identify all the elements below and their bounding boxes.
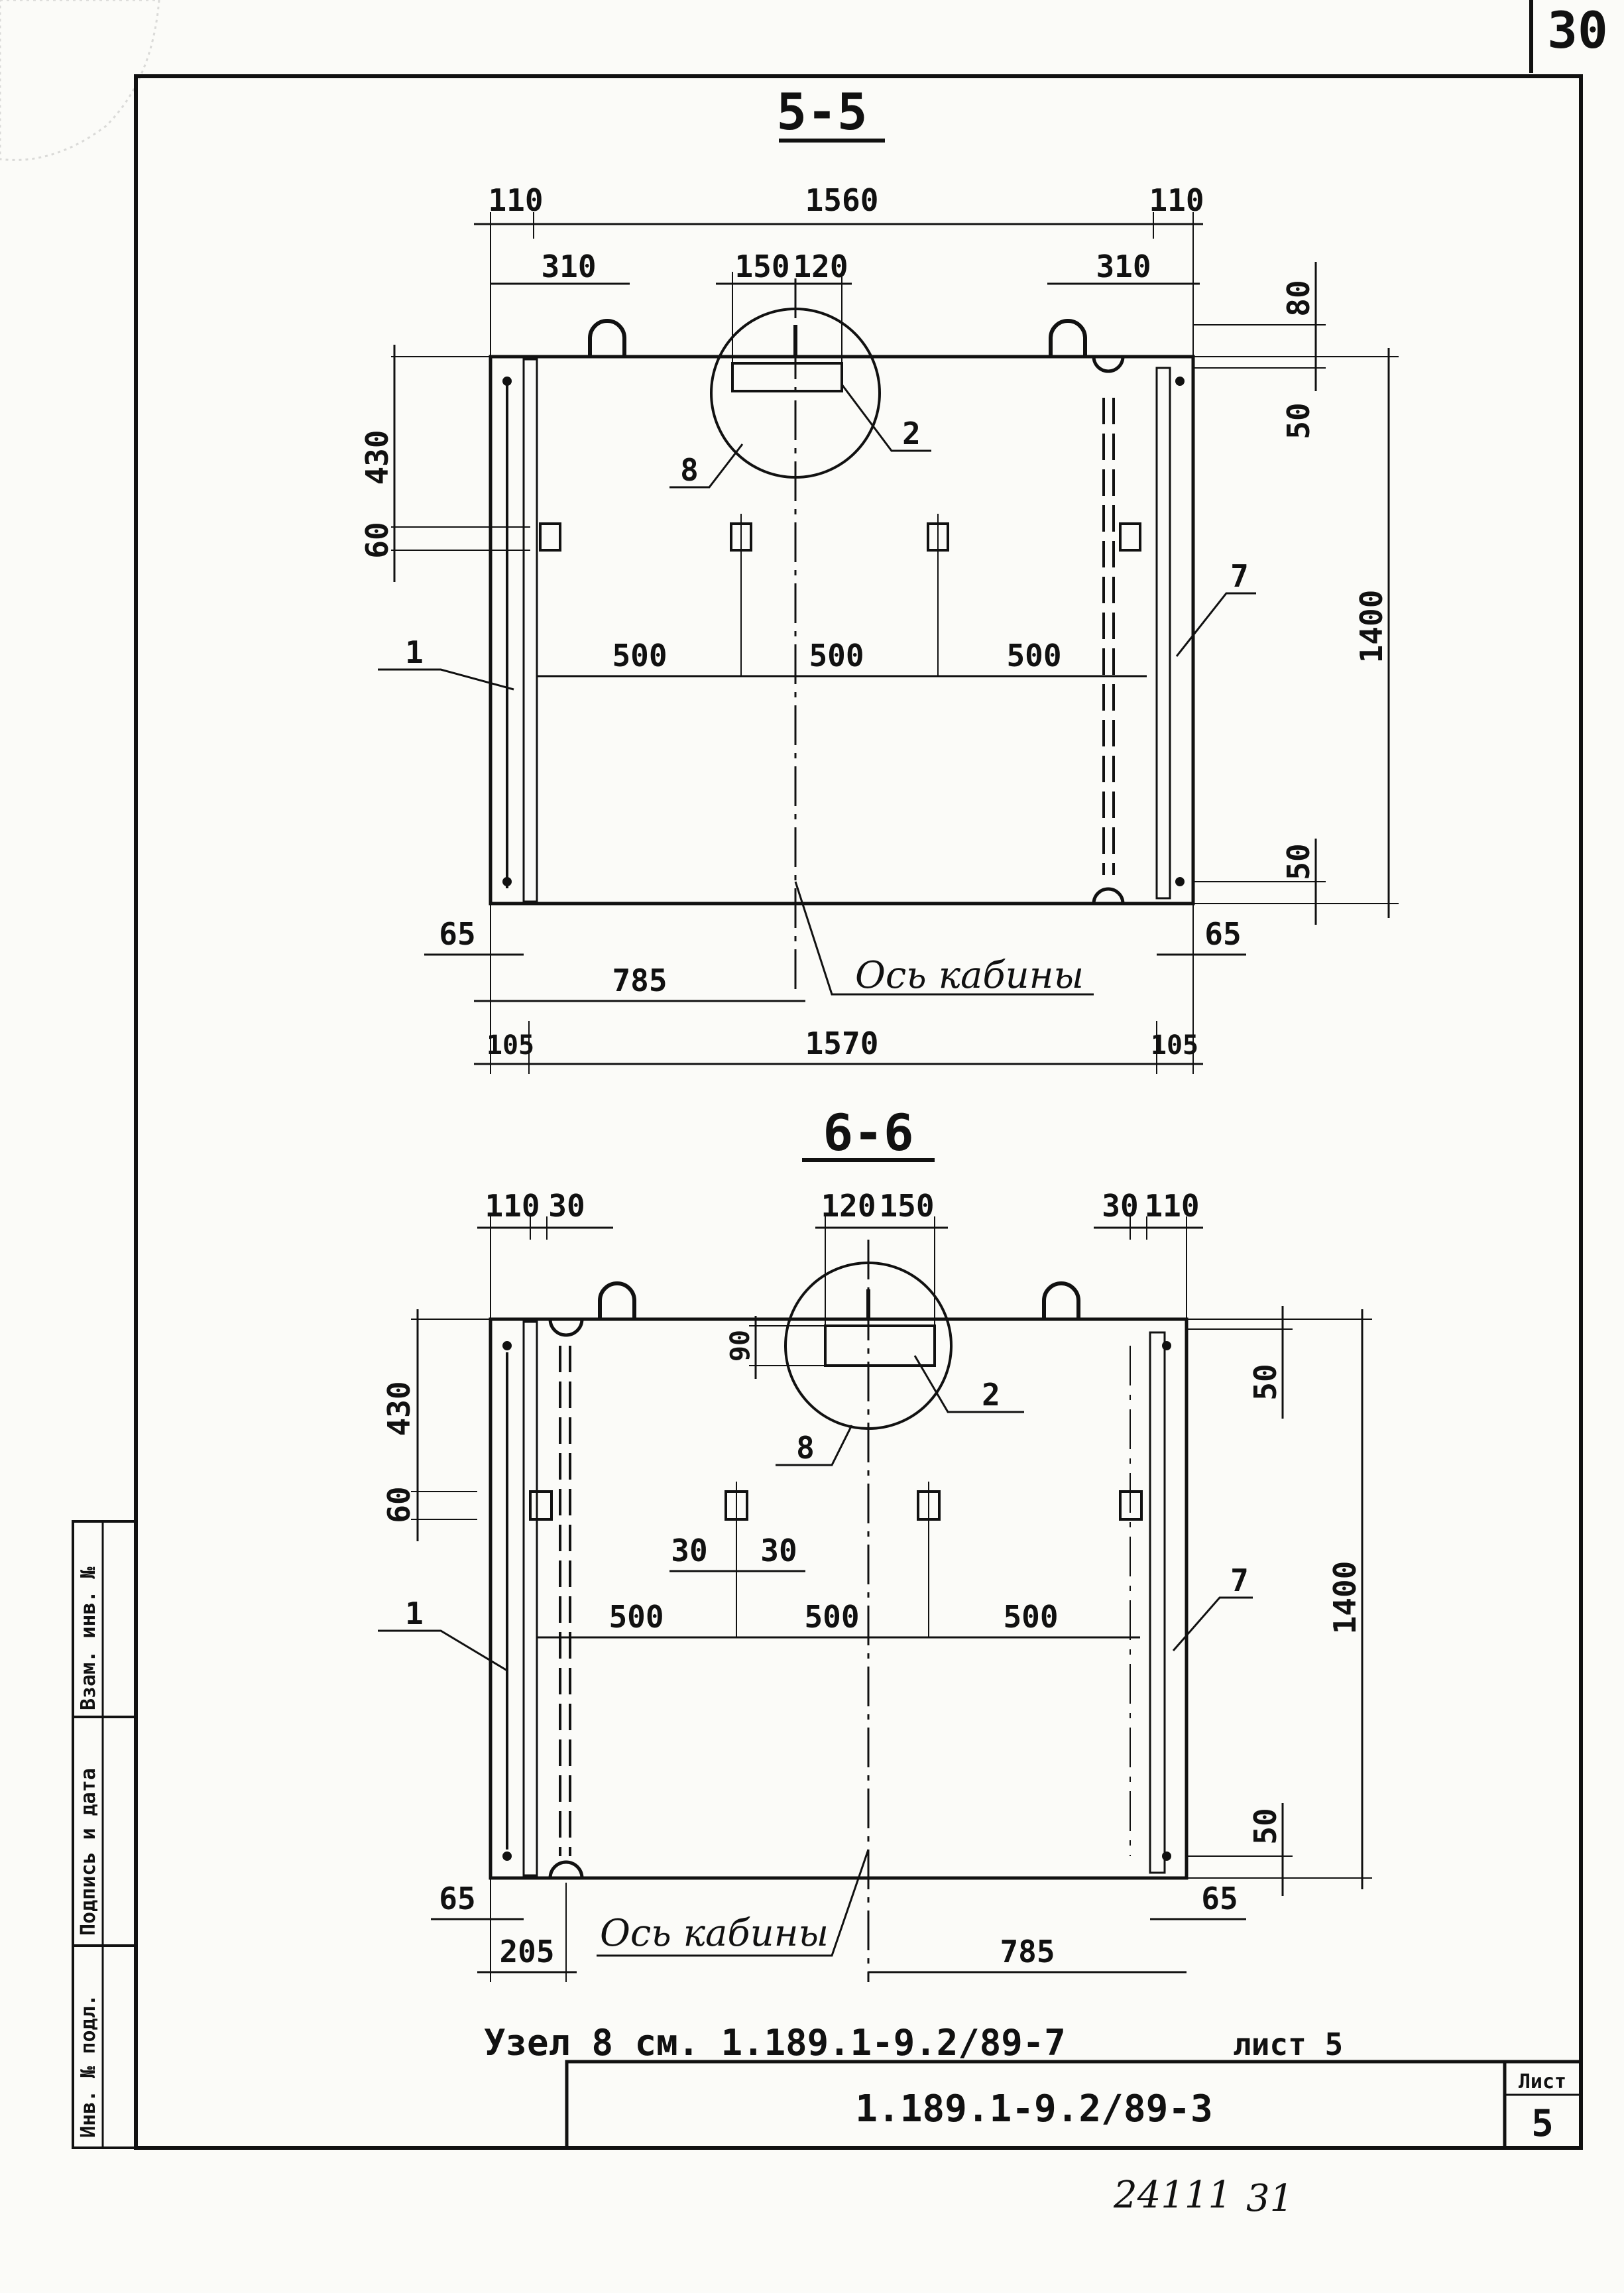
dim-50-top: 50 <box>1281 402 1316 439</box>
dim-310-right: 310 <box>1096 249 1151 284</box>
footer-number: 24111 <box>1113 2174 1232 2217</box>
side-stamp: Инв. № подл. Подпись и дата Взам. инв. № <box>72 1520 137 2149</box>
stamp-inv-no-original: Инв. № подл. <box>77 1994 100 2138</box>
dim-120: 120 <box>793 249 848 284</box>
dim-500-2-6-6: 500 <box>804 1599 859 1635</box>
section-6-6-title: 6-6 <box>823 1103 913 1162</box>
section-5-5: 5-5 Ось кабины <box>359 82 1399 1074</box>
sheet-reference-note: лист 5 <box>1233 2027 1343 2062</box>
dim-90-6-6: 90 <box>725 1330 756 1362</box>
document-code: 1.189.1-9.2/89-3 <box>855 2087 1212 2131</box>
dim-500-3: 500 <box>1006 638 1061 674</box>
dim-50-top-6-6: 50 <box>1247 1364 1283 1400</box>
dim-110-left: 110 <box>488 182 543 218</box>
dim-1400: 1400 <box>1354 590 1389 664</box>
dim-65-left: 65 <box>439 916 475 952</box>
callout-8-6-6: 8 <box>796 1430 815 1466</box>
dim-30b-6-6: 30 <box>760 1533 797 1568</box>
dim-80: 80 <box>1281 280 1316 316</box>
dim-430: 430 <box>359 430 395 485</box>
dim-60-6-6: 60 <box>381 1486 417 1523</box>
callout-8-5-5: 8 <box>680 452 699 488</box>
dim-65-left-6-6: 65 <box>439 1881 475 1916</box>
callout-2-5-5: 2 <box>902 416 921 451</box>
sheet-number: 5 <box>1531 2102 1554 2145</box>
dim-50-bottom: 50 <box>1281 843 1316 880</box>
dim-150: 150 <box>734 249 789 284</box>
dim-500-1: 500 <box>612 638 667 674</box>
cabin-outline-6-6 <box>489 1317 1189 1880</box>
dim-1570: 1570 <box>805 1026 879 1061</box>
dim-105-left: 105 <box>487 1030 534 1061</box>
dim-120-6-6: 120 <box>821 1188 876 1224</box>
dim-785: 785 <box>612 963 667 998</box>
dim-500-3-6-6: 500 <box>1003 1599 1058 1635</box>
seal-stamp <box>0 0 160 161</box>
dim-30a-6-6: 30 <box>671 1533 707 1568</box>
dim-60: 60 <box>359 522 395 558</box>
callout-1-5-5: 1 <box>405 634 424 670</box>
stamp-replaces-inv: Взам. инв. № <box>77 1566 100 1710</box>
callout-1-6-6: 1 <box>405 1596 424 1631</box>
dim-50-bottom-6-6: 50 <box>1247 1808 1283 1844</box>
callout-2-6-6: 2 <box>982 1377 1000 1413</box>
section-6-6: 6-6 Ось кабины <box>378 1103 1372 1982</box>
callout-7-6-6: 7 <box>1230 1562 1249 1598</box>
dim-110-right-6-6: 110 <box>1144 1188 1199 1224</box>
axis-label-6-6: Ось кабины <box>600 1912 829 1955</box>
cabin-outline-5-5 <box>489 355 1195 906</box>
dim-30-left-6-6: 30 <box>548 1188 585 1224</box>
dim-30-right-6-6: 30 <box>1102 1188 1138 1224</box>
node-reference-note: Узел 8 см. 1.189.1-9.2/89-7 <box>484 2022 1066 2064</box>
dim-205-6-6: 205 <box>499 1934 554 1970</box>
corner-number-box: 30 <box>1529 0 1608 73</box>
title-block: 1.189.1-9.2/89-3 Лист 5 <box>565 2060 1583 2150</box>
dim-500-1-6-6: 500 <box>609 1599 664 1635</box>
dim-430-6-6: 430 <box>381 1381 417 1436</box>
dim-785-6-6: 785 <box>1000 1934 1055 1970</box>
dim-1560: 1560 <box>805 182 879 218</box>
dim-1400-6-6: 1400 <box>1327 1561 1363 1635</box>
dim-105-right: 105 <box>1151 1030 1198 1061</box>
corner-number: 30 <box>1547 1 1608 60</box>
dim-150-6-6: 150 <box>879 1188 934 1224</box>
dim-65-right: 65 <box>1204 916 1241 952</box>
section-5-5-title: 5-5 <box>776 82 867 141</box>
dim-65-right-6-6: 65 <box>1201 1881 1238 1916</box>
dim-110-left-6-6: 110 <box>485 1188 540 1224</box>
axis-label-5-5: Ось кабины <box>855 954 1084 997</box>
sheet-label: Лист <box>1519 2070 1566 2093</box>
dim-500-2: 500 <box>809 638 864 674</box>
stamp-signature-date: Подпись и дата <box>77 1768 100 1936</box>
callout-7-5-5: 7 <box>1230 558 1249 594</box>
dim-110-right: 110 <box>1149 182 1204 218</box>
footer-page: 31 <box>1246 2177 1293 2220</box>
dim-310-left: 310 <box>541 249 596 284</box>
